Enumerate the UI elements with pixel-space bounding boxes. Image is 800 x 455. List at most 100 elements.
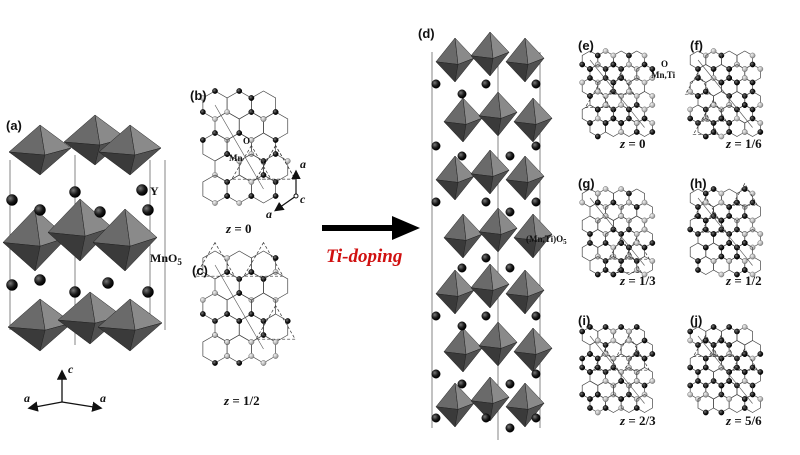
black-atom — [531, 197, 541, 207]
black-atom — [702, 337, 709, 344]
black-atom — [587, 396, 593, 402]
black-atom — [649, 66, 656, 72]
black-atom — [224, 311, 230, 317]
bipyramid-face — [470, 287, 494, 309]
grey-atom — [212, 200, 218, 206]
bipyramid-face — [497, 341, 518, 367]
bipyramid-face — [470, 31, 494, 59]
black-atom — [587, 324, 593, 330]
axis-b-c: c — [300, 192, 306, 206]
bipyramid-face — [478, 91, 502, 119]
grey-atom — [710, 75, 717, 81]
bipyramid-face — [462, 233, 483, 259]
grey-atom — [602, 396, 609, 402]
grey-atom — [718, 199, 725, 206]
black-atom — [6, 194, 18, 206]
bipyramid-face — [92, 242, 131, 272]
black-atom — [695, 369, 701, 375]
black-atom — [587, 66, 593, 72]
black-atom — [587, 369, 593, 375]
grey-atom — [687, 337, 694, 344]
cell-edge — [214, 264, 264, 350]
bipyramid-face — [443, 327, 467, 355]
grey-atom — [757, 120, 764, 126]
black-atom — [687, 226, 694, 233]
black-atom — [718, 409, 725, 416]
bipyramid-face — [470, 263, 494, 291]
grey-atom — [212, 332, 218, 338]
black-atom — [236, 88, 243, 94]
black-atom — [749, 79, 756, 86]
grey-atom — [633, 93, 640, 99]
black-atom — [594, 271, 601, 278]
black-atom — [94, 206, 106, 218]
hex-ring — [226, 250, 252, 280]
black-atom — [618, 396, 625, 402]
bipyramid-face — [443, 97, 467, 125]
black-atom — [633, 204, 640, 210]
dashed-triangle — [255, 144, 296, 180]
grey-atom — [726, 396, 733, 402]
black-atom — [749, 106, 756, 113]
black-atom — [531, 79, 541, 89]
black-atom — [710, 186, 717, 192]
grey-atom — [718, 271, 725, 278]
black-atom — [702, 190, 709, 197]
grey-atom — [641, 217, 648, 224]
cell-edge — [697, 197, 753, 266]
black-atom — [695, 93, 701, 99]
black-atom — [710, 231, 717, 237]
hex-ring — [202, 132, 228, 162]
panel-h-z: z = 1/2 — [725, 273, 762, 288]
panel-g-lattice — [579, 186, 656, 278]
black-atom — [594, 133, 601, 140]
hex-ring — [263, 111, 289, 141]
grey-atom — [633, 120, 640, 126]
black-atom — [431, 413, 441, 423]
black-atom — [649, 351, 656, 357]
black-atom — [618, 120, 625, 126]
bipyramid-face — [443, 213, 467, 241]
dashed-triangle — [615, 250, 643, 274]
bipyramid-face — [435, 61, 459, 83]
black-atom — [431, 197, 441, 207]
black-atom — [142, 204, 154, 216]
black-atom — [236, 360, 243, 366]
black-atom — [505, 379, 515, 389]
dashed-triangle — [607, 71, 635, 95]
black-atom — [641, 115, 648, 122]
bipyramid-face — [443, 237, 467, 259]
dashed-triangle — [255, 304, 296, 340]
oxygen-label: O — [243, 136, 250, 146]
black-atom — [626, 106, 632, 113]
grey-atom — [248, 179, 255, 185]
grey-atom — [687, 391, 694, 398]
hex-ring — [263, 313, 289, 343]
black-atom — [594, 106, 601, 113]
grey-atom — [236, 200, 243, 206]
grey-atom — [594, 190, 601, 197]
black-atom — [431, 79, 441, 89]
grey-atom — [718, 190, 725, 197]
black-atom — [6, 279, 18, 291]
black-atom — [757, 351, 764, 357]
grey-atom — [610, 355, 617, 362]
bipyramid-face — [532, 347, 553, 373]
hex-ring — [226, 334, 252, 364]
dashed-triangle — [623, 347, 650, 371]
black-atom — [726, 213, 733, 219]
dashed-triangle — [692, 334, 720, 358]
black-atom — [102, 277, 114, 289]
black-atom — [641, 244, 648, 251]
grey-atom — [633, 231, 640, 237]
black-atom — [457, 263, 467, 273]
grey-atom — [710, 258, 717, 264]
mno5-label: MnO5 — [150, 251, 182, 267]
bipyramid-face — [39, 322, 73, 352]
black-atom — [602, 405, 609, 411]
grey-atom — [741, 66, 748, 72]
black-atom — [531, 141, 541, 151]
panel-e-lattice — [579, 48, 656, 140]
grey-atom — [260, 360, 267, 366]
bipyramid-face — [435, 37, 459, 65]
